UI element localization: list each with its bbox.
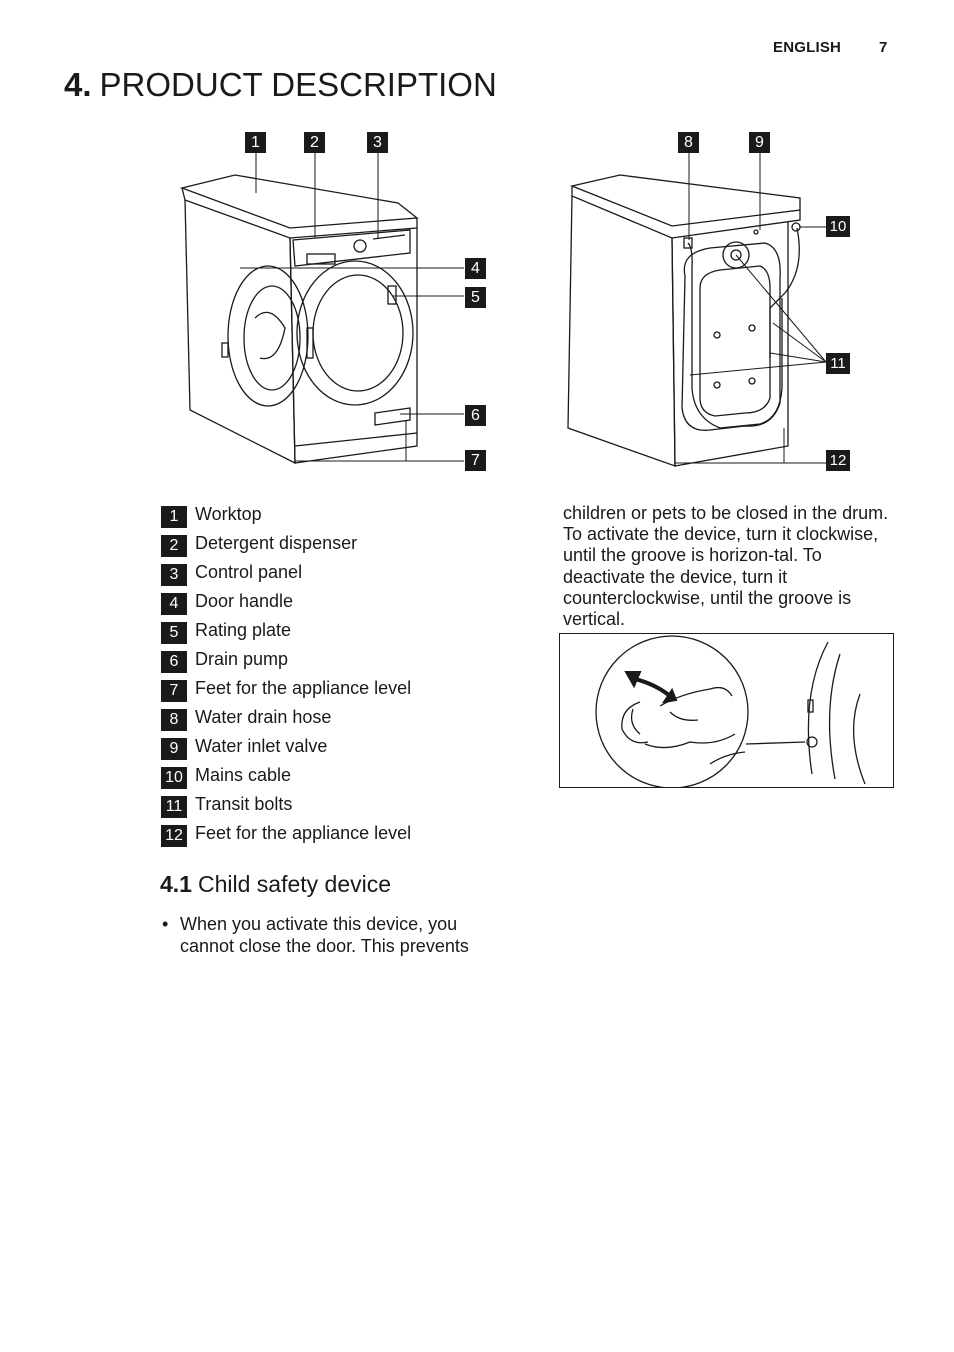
legend-label: Mains cable <box>195 765 292 785</box>
washing-machine-front-illustration <box>179 151 464 465</box>
header-language: ENGLISH <box>773 39 842 56</box>
back-view-figure: 8 9 10 11 12 <box>560 128 860 478</box>
legend-item: 1 Worktop <box>160 502 520 531</box>
washing-machine-back-illustration <box>567 151 827 467</box>
legend-item: 9 Water inlet valve <box>160 734 520 763</box>
child-lock-detail-drawing <box>595 635 866 789</box>
front-view-figure: 1 2 3 4 5 6 7 <box>160 128 500 478</box>
callout-12: 12 <box>826 450 850 471</box>
bullet-item: • When you activate this device, you can… <box>162 913 502 957</box>
legend-item: 5 Rating plate <box>160 618 520 647</box>
legend-number: 2 <box>161 535 187 557</box>
legend-number: 7 <box>161 680 187 702</box>
parts-legend: 1 Worktop 2 Detergent dispenser 3 Control p… <box>160 502 520 850</box>
bullet-text: When you activate this device, you canno… <box>180 914 469 956</box>
legend-label: Drain pump <box>195 649 289 669</box>
child-safety-illustration <box>559 633 894 789</box>
callout-7: 7 <box>465 450 486 471</box>
legend-label: Feet for the appliance level <box>195 678 412 698</box>
legend-item: 3 Control panel <box>160 560 520 589</box>
page-number: 7 <box>879 39 888 56</box>
callout-5: 5 <box>465 287 486 308</box>
legend-label: Water drain hose <box>195 707 332 727</box>
legend-label: Rating plate <box>195 620 292 640</box>
callout-6: 6 <box>465 405 486 426</box>
bullet-symbol: • <box>162 914 169 934</box>
callout-2: 2 <box>304 132 325 153</box>
legend-number: 10 <box>161 767 187 789</box>
callout-1: 1 <box>245 132 266 153</box>
legend-number: 1 <box>161 506 187 528</box>
legend-item: 11 Transit bolts <box>160 792 520 821</box>
chapter-number: 4. <box>64 66 92 103</box>
legend-number: 8 <box>161 709 187 731</box>
legend-label: Transit bolts <box>195 794 293 814</box>
legend-label: Worktop <box>195 504 262 524</box>
callout-4: 4 <box>465 258 486 279</box>
legend-label: Feet for the appliance level <box>195 823 412 843</box>
callout-8: 8 <box>678 132 699 153</box>
callout-10: 10 <box>826 216 850 237</box>
legend-item: 10 Mains cable <box>160 763 520 792</box>
page-title: 4.PRODUCT DESCRIPTION <box>64 66 497 104</box>
legend-number: 12 <box>161 825 187 847</box>
continuation-paragraph: children or pets to be closed in the dru… <box>563 503 889 630</box>
callout-11: 11 <box>826 353 850 374</box>
legend-item: 4 Door handle <box>160 589 520 618</box>
section-title: Child safety device <box>197 871 392 897</box>
legend-item: 2 Detergent dispenser <box>160 531 520 560</box>
chapter-title: PRODUCT DESCRIPTION <box>99 66 497 103</box>
legend-number: 3 <box>161 564 187 586</box>
callout-9: 9 <box>749 132 770 153</box>
legend-number: 5 <box>161 622 187 644</box>
section-number: 4.1 <box>160 871 192 897</box>
legend-item: 12 Feet for the appliance level <box>160 821 520 850</box>
legend-number: 6 <box>161 651 187 673</box>
legend-label: Water inlet valve <box>195 736 328 756</box>
legend-number: 4 <box>161 593 187 615</box>
legend-item: 6 Drain pump <box>160 647 520 676</box>
legend-item: 7 Feet for the appliance level <box>160 676 520 705</box>
legend-number: 9 <box>161 738 187 760</box>
callout-3: 3 <box>367 132 388 153</box>
legend-number: 11 <box>161 796 187 818</box>
legend-label: Detergent dispenser <box>195 533 358 553</box>
legend-item: 8 Water drain hose <box>160 705 520 734</box>
legend-label: Door handle <box>195 591 294 611</box>
legend-label: Control panel <box>195 562 303 582</box>
